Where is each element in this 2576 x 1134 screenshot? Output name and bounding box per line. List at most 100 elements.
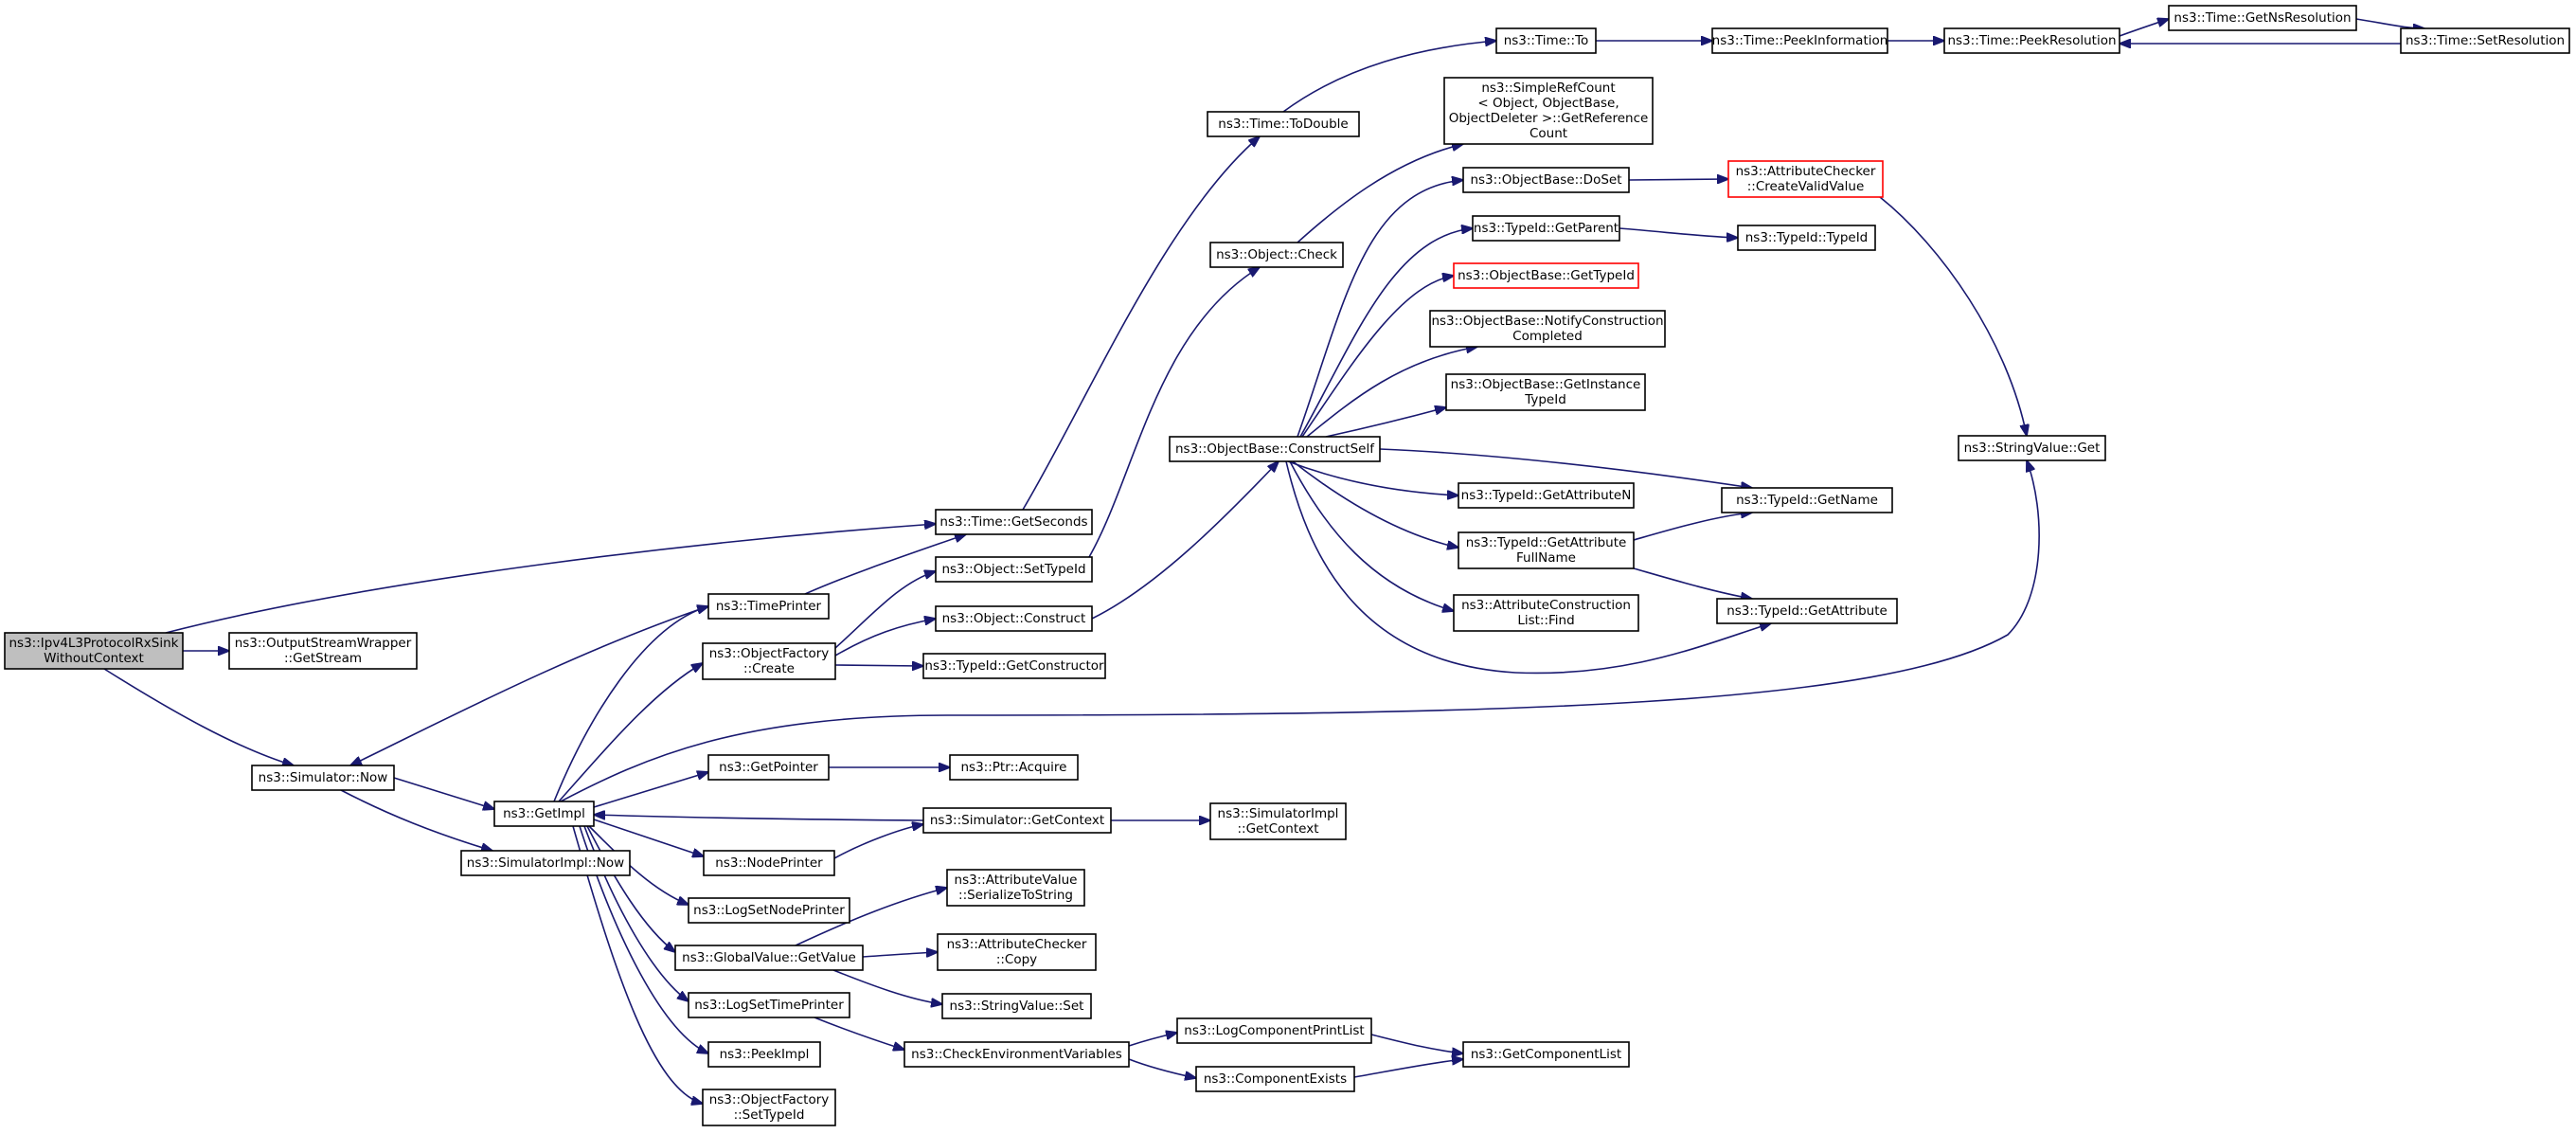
node-getattrn[interactable]: ns3::TypeId::GetAttributeN (1458, 482, 1635, 509)
node-label: ns3::AttributeChecker (1736, 164, 1876, 179)
node-label: TypeId (1524, 392, 1566, 407)
node-svget[interactable]: ns3::StringValue::Get (1958, 435, 2106, 461)
node-createvalid[interactable]: ns3::AttributeChecker::CreateValidValue (1727, 160, 1884, 198)
edge-constructself-to-getparent (1299, 228, 1473, 438)
node-getimpl[interactable]: ns3::GetImpl (493, 801, 595, 827)
node-label: ns3::ComponentExists (1204, 1071, 1347, 1087)
edge-objcheck-to-refcount (1297, 144, 1463, 243)
edge-ofcreate-to-objsettypeid (834, 571, 936, 649)
node-box (1209, 242, 1344, 268)
node-label: ns3::Simulator::GetContext (930, 813, 1104, 828)
node-objconstruct[interactable]: ns3::Object::Construct (935, 605, 1093, 632)
node-simimplnow[interactable]: ns3::SimulatorImpl::Now (460, 850, 631, 876)
edge-line (572, 825, 703, 1104)
node-getname[interactable]: ns3::TypeId::GetName (1721, 487, 1893, 513)
edge-line (1619, 227, 1738, 238)
edge-peekres-to-getnsres (2119, 19, 2169, 37)
node-box (941, 993, 1092, 1019)
node-svset[interactable]: ns3::StringValue::Set (941, 993, 1092, 1019)
node-obgettypeid[interactable]: ns3::ObjectBase::GetTypeId (1453, 262, 1639, 289)
node-box (1462, 1041, 1630, 1068)
edge-simgetcontext-to-getimpl (594, 815, 924, 821)
node-box (1209, 802, 1347, 840)
node-peekimpl[interactable]: ns3::PeekImpl (707, 1041, 821, 1068)
node-serialize[interactable]: ns3::AttributeValue::SerializeToString (946, 869, 1085, 907)
node-peekinfo[interactable]: ns3::Time::PeekInformation (1711, 27, 1888, 54)
node-getnsres[interactable]: ns3::Time::GetNsResolution (2168, 5, 2357, 31)
node-box (1453, 262, 1639, 289)
edge-line (1628, 179, 1728, 180)
node-logcompprint[interactable]: ns3::LogComponentPrintList (1176, 1017, 1372, 1044)
node-setres[interactable]: ns3::Time::SetResolution (2400, 27, 2570, 54)
edge-line (833, 824, 923, 859)
node-simnow[interactable]: ns3::Simulator::Now (251, 765, 395, 791)
node-label: ns3::SimpleRefCount (1481, 81, 1615, 96)
edge-line (1301, 276, 1454, 438)
edge-line (103, 668, 294, 765)
node-logsetnode[interactable]: ns3::LogSetNodePrinter (688, 897, 850, 924)
node-ofcreate[interactable]: ns3::ObjectFactory::Create (702, 642, 836, 680)
node-label: ns3::ObjectBase::ConstructSelf (1175, 441, 1375, 457)
node-box (922, 807, 1112, 834)
node-checkenv[interactable]: ns3::CheckEnvironmentVariables (903, 1041, 1130, 1068)
node-accopy[interactable]: ns3::AttributeChecker::Copy (937, 933, 1097, 971)
edge-constructself-to-notifyconstr (1306, 347, 1477, 438)
node-ptracquire[interactable]: ns3::Ptr::Acquire (949, 754, 1079, 781)
node-getstream[interactable]: ns3::OutputStreamWrapper::GetStream (228, 632, 418, 670)
node-label: ns3::Object::Construct (942, 611, 1086, 626)
edge-root-to-simnow (103, 668, 294, 765)
node-getconstructor[interactable]: ns3::TypeId::GetConstructor (922, 653, 1106, 679)
node-nodeprinter[interactable]: ns3::NodePrinter (703, 850, 835, 876)
node-todouble[interactable]: ns3::Time::ToDouble (1207, 111, 1360, 137)
edge-line (1128, 1058, 1196, 1078)
node-gvgetvalue[interactable]: ns3::GlobalValue::GetValue (674, 945, 864, 971)
edge-getnsres-to-setres (2355, 18, 2424, 28)
node-timeto[interactable]: ns3::Time::To (1495, 27, 1597, 54)
node-logsettime[interactable]: ns3::LogSetTimePrinter (688, 992, 850, 1018)
node-compexists[interactable]: ns3::ComponentExists (1195, 1066, 1355, 1092)
node-constructself[interactable]: ns3::ObjectBase::ConstructSelf (1169, 436, 1381, 462)
node-getseconds[interactable]: ns3::Time::GetSeconds (935, 509, 1093, 535)
node-box (1716, 598, 1898, 624)
edge-getimpl-to-gvgetvalue (586, 825, 675, 952)
edge-line (1297, 180, 1463, 438)
edge-gvgetvalue-to-accopy (862, 952, 938, 958)
edge-nodeprinter-to-simgetcontext (833, 824, 923, 859)
node-box (949, 754, 1079, 781)
node-box (1207, 111, 1360, 137)
node-label: ns3::GetImpl (503, 806, 585, 821)
edge-line (553, 606, 708, 802)
node-simgetcontext[interactable]: ns3::Simulator::GetContext (922, 807, 1112, 834)
node-getattribute[interactable]: ns3::TypeId::GetAttribute (1716, 598, 1898, 624)
edge-gvgetvalue-to-svset (832, 969, 942, 1004)
node-getpointer[interactable]: ns3::GetPointer (707, 754, 830, 781)
node-objsettypeid[interactable]: ns3::Object::SetTypeId (935, 556, 1093, 583)
node-label: ns3::Time::GetSeconds (939, 514, 1087, 530)
node-box (903, 1041, 1130, 1068)
node-doset[interactable]: ns3::ObjectBase::DoSet (1462, 167, 1630, 193)
edge-line (393, 777, 494, 809)
edge-constructself-to-getattrn (1287, 460, 1458, 495)
node-label: ns3::TypeId::GetConstructor (924, 658, 1104, 674)
node-label: ::Copy (996, 952, 1037, 967)
node-objcheck[interactable]: ns3::Object::Check (1209, 242, 1344, 268)
node-label: ns3::PeekImpl (720, 1047, 810, 1062)
node-box (1169, 436, 1381, 462)
node-simimplgetctx[interactable]: ns3::SimulatorImpl::GetContext (1209, 802, 1347, 840)
edge-line (1325, 407, 1446, 438)
node-peekres[interactable]: ns3::Time::PeekResolution (1943, 27, 2120, 54)
node-notifyconstr[interactable]: ns3::ObjectBase::NotifyConstructionCompl… (1429, 310, 1666, 348)
node-box (703, 850, 835, 876)
node-getparent[interactable]: ns3::TypeId::GetParent (1472, 215, 1620, 242)
node-refcount[interactable]: ns3::SimpleRefCount< Object, ObjectBase,… (1443, 77, 1654, 145)
edge-logsettime-to-checkenv (814, 1017, 904, 1050)
node-getcomplist[interactable]: ns3::GetComponentList (1462, 1041, 1630, 1068)
node-timeprinter[interactable]: ns3::TimePrinter (707, 593, 830, 620)
node-ofsettypeid[interactable]: ns3::ObjectFactory::SetTypeId (702, 1089, 836, 1126)
node-label: ns3::ObjectBase::NotifyConstruction (1431, 314, 1663, 329)
node-typeidtypeid[interactable]: ns3::TypeId::TypeId (1737, 225, 1876, 251)
